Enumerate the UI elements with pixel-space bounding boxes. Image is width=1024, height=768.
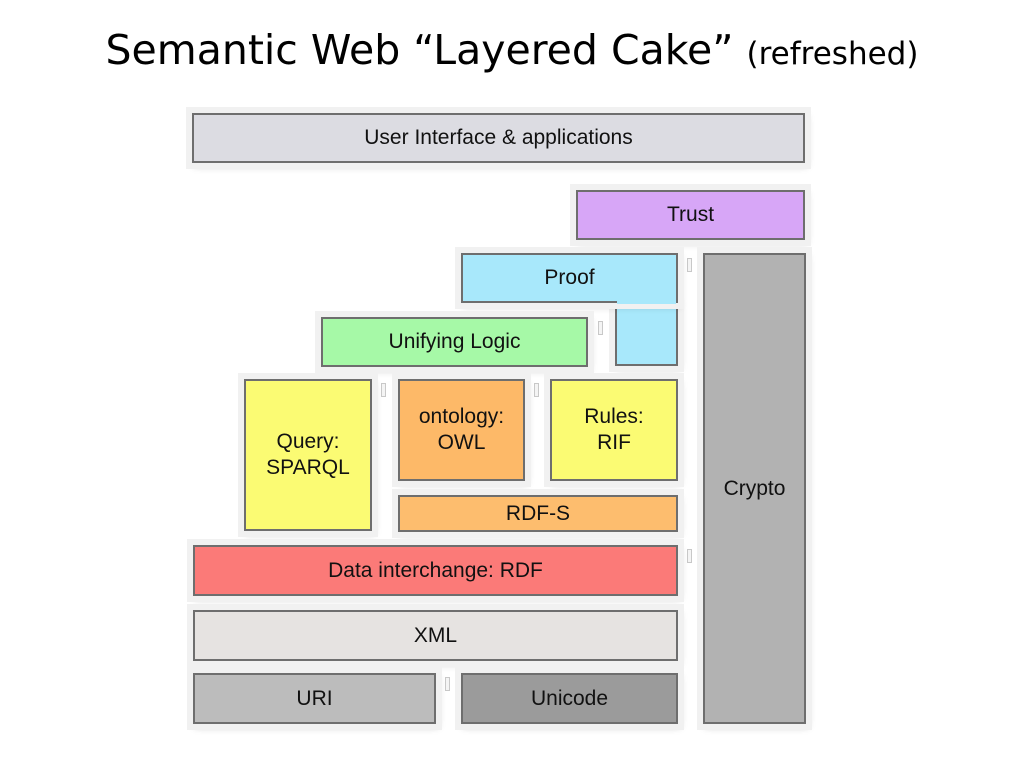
layer-rdfs: RDF-S — [398, 495, 678, 532]
layer-ontology-label-line1: ontology: — [418, 405, 505, 428]
connector-tick — [687, 258, 692, 272]
layer-crypto: Crypto — [703, 253, 806, 724]
connector-tick — [445, 677, 450, 691]
layer-uri: URI — [193, 673, 436, 724]
connector-tick — [381, 383, 386, 397]
layer-user-interface: User Interface & applications — [192, 113, 805, 163]
layer-rdf: Data interchange: RDF — [193, 545, 678, 596]
layer-unicode-label: Unicode — [530, 686, 609, 710]
layer-query-label-line1: Query: — [276, 430, 340, 453]
layer-rules-label-line1: Rules: — [584, 405, 644, 428]
layer-proof-extension — [615, 300, 678, 366]
layer-unifying-logic: Unifying Logic — [321, 317, 588, 367]
layer-rdfs-label: RDF-S — [505, 501, 571, 525]
layer-trust: Trust — [576, 190, 805, 240]
title-main: Semantic Web “Layered Cake” — [105, 26, 734, 74]
layer-unicode: Unicode — [461, 673, 678, 724]
connector-tick — [687, 549, 692, 563]
layer-unifying-logic-label: Unifying Logic — [388, 330, 521, 353]
layer-ontology-label-line2: OWL — [437, 431, 486, 454]
layer-proof-joint — [617, 298, 676, 304]
layer-query-label-line2: SPARQL — [266, 456, 350, 479]
layer-crypto-label: Crypto — [723, 476, 786, 500]
layer-trust-label: Trust — [666, 203, 715, 226]
slide-title: Semantic Web “Layered Cake” (refreshed) — [0, 22, 1024, 82]
layer-xml-label: XML — [413, 623, 458, 647]
layer-rdf-label: Data interchange: RDF — [328, 558, 543, 582]
layer-proof: Proof — [461, 253, 678, 303]
layer-uri-label: URI — [296, 686, 333, 710]
layer-query: Query: SPARQL — [244, 379, 372, 531]
layer-proof-label: Proof — [544, 266, 595, 289]
title-subtitle: (refreshed) — [746, 36, 919, 72]
connector-tick — [534, 383, 539, 397]
layer-rules-label-line2: RIF — [597, 431, 631, 454]
layer-ontology: ontology: OWL — [398, 379, 525, 481]
layer-xml: XML — [193, 610, 678, 661]
layer-rules: Rules: RIF — [550, 379, 678, 481]
connector-tick — [598, 321, 603, 335]
layer-user-interface-label: User Interface & applications — [364, 126, 633, 149]
